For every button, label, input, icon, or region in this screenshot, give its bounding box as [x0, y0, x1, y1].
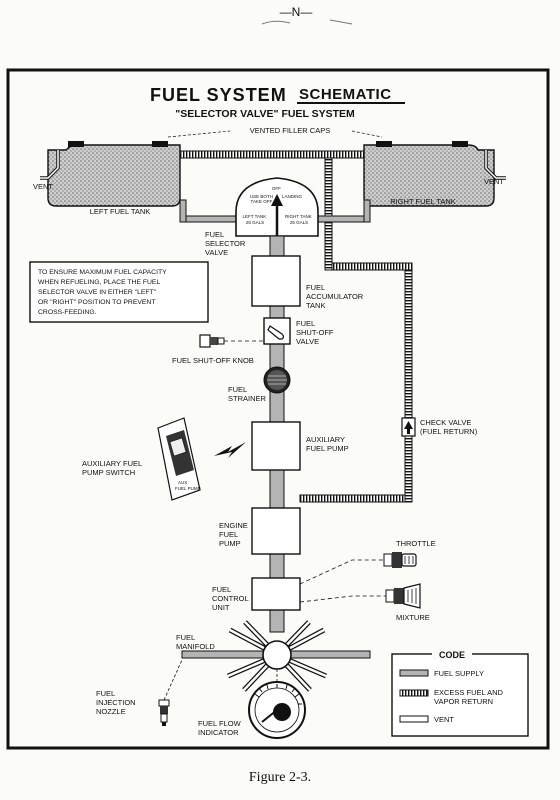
label-manifold: FUEL MANIFOLD [176, 633, 215, 651]
page-mark: —N— [280, 5, 313, 19]
check-valve [401, 417, 416, 437]
auxiliary-fuel-pump [251, 421, 301, 471]
selector-face-right: RIGHT TANK 25 GALS [285, 214, 313, 225]
lightning-icon [214, 442, 246, 458]
fuel-shutoff-knob[interactable] [199, 334, 225, 348]
label-check-valve: CHECK VALVE (FUEL RETURN) [420, 418, 478, 436]
auxiliary-fuel-pump-switch[interactable] [157, 417, 201, 501]
label-control-unit: FUEL CONTROL UNIT [212, 585, 250, 612]
left-fuel-tank [47, 141, 181, 207]
label-shutoff-knob: FUEL SHUT-OFF KNOB [172, 356, 254, 365]
return-line-right [404, 269, 413, 503]
svg-text:TO ENSURE MAXIMUM FUEL CAPACIT: TO ENSURE MAXIMUM FUEL CAPACITY WHEN REF… [38, 269, 168, 316]
label-left-tank: LEFT FUEL TANK [90, 207, 151, 216]
legend-swatch-vent [399, 715, 429, 723]
legend-swatch-supply [399, 669, 429, 677]
title-main: FUEL SYSTEM [150, 85, 287, 105]
legend-code: CODE FUEL SUPPLY EXCESS FUEL AND VAPOR R… [391, 648, 529, 737]
switch-face-label: AUX FUEL PUMP [175, 480, 201, 491]
refueling-note: TO ENSURE MAXIMUM FUEL CAPACITY WHEN REF… [29, 261, 209, 323]
label-mixture: MIXTURE [396, 613, 430, 622]
legend-title: CODE [439, 650, 465, 660]
label-right-tank: RIGHT FUEL TANK [390, 197, 456, 206]
label-aux-pump: AUXILIARY FUEL PUMP [306, 435, 349, 453]
label-selector-valve: FUEL SELECTOR VALVE [205, 230, 247, 257]
label-accumulator: FUEL ACCUMULATOR TANK [306, 283, 365, 310]
fuel-shutoff-valve[interactable] [263, 317, 291, 345]
label-vent-left: VENT [33, 182, 53, 191]
legend-label-return: EXCESS FUEL AND VAPOR RETURN [434, 688, 505, 706]
right-fuel-tank [363, 141, 495, 207]
return-line-top [179, 150, 365, 159]
legend-label-supply: FUEL SUPPLY [434, 669, 484, 678]
fuel-strainer [263, 366, 291, 394]
title-schematic: SCHEMATIC [299, 86, 392, 103]
label-injection-nozzle: FUEL INJECTION NOZZLE [96, 689, 138, 716]
title-subtitle: "SELECTOR VALVE" FUEL SYSTEM [175, 108, 355, 120]
fuel-selector-valve[interactable] [235, 177, 319, 237]
fuel-injection-nozzle [158, 699, 170, 726]
legend-swatch-return [399, 689, 429, 697]
label-engine-pump: ENGINE FUEL PUMP [219, 521, 250, 548]
figure-caption: Figure 2-3. [249, 770, 311, 785]
supply-right-tank [317, 215, 371, 223]
label-flow-indicator: FUEL FLOW INDICATOR [198, 719, 243, 737]
outer-frame [6, 68, 550, 750]
fuel-manifold [181, 620, 371, 692]
fuel-flow-indicator-gauge [248, 681, 306, 739]
label-shutoff-valve: FUEL SHUT-OFF VALVE [296, 319, 336, 346]
selector-face-top: OFF USE BOTH TAKE OFF LANDING [250, 186, 303, 204]
selector-face-left: LEFT TANK 25 GALS [242, 214, 267, 225]
label-strainer: FUEL STRAINER [228, 385, 267, 403]
label-vent-right: VENT [484, 177, 504, 186]
supply-left-tank [179, 215, 237, 223]
label-aux-switch: AUXILIARY FUEL PUMP SWITCH [82, 459, 144, 477]
engine-fuel-pump [251, 507, 301, 555]
mixture-knob[interactable] [385, 583, 421, 609]
label-vented-filler-caps: VENTED FILLER CAPS [250, 126, 330, 135]
legend-label-vent: VENT [434, 715, 454, 724]
throttle-knob[interactable] [383, 552, 417, 568]
fuel-accumulator-tank [251, 255, 301, 307]
label-throttle: THROTTLE [396, 539, 436, 548]
fuel-control-unit [251, 577, 301, 611]
